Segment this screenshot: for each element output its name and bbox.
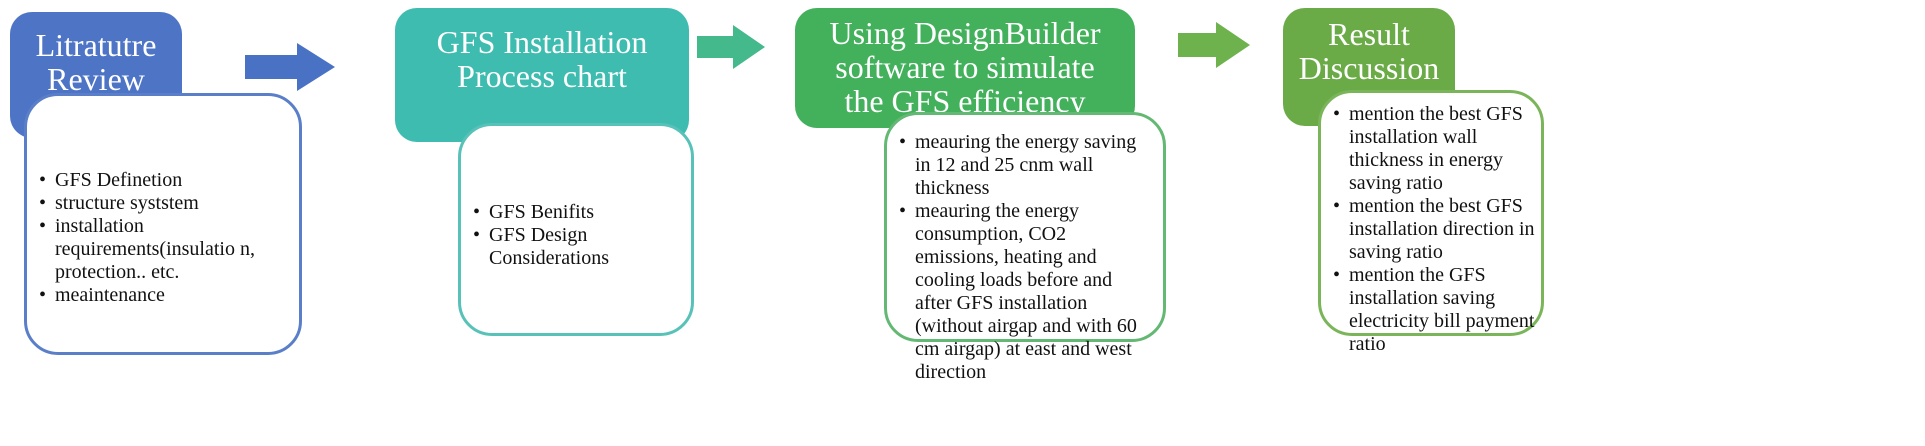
stage-4-item-list: mention the best GFS installation wall t… <box>1327 103 1535 356</box>
stage-3-title-line-1: Using DesignBuilder <box>829 15 1101 51</box>
stage-3-header: Using DesignBuilder software to simulate… <box>795 8 1135 128</box>
stage-2-title-line-1: GFS Installation <box>436 24 648 60</box>
stage-3-item-2: meauring the energy consumption, CO2 emi… <box>899 200 1153 384</box>
right-arrow-icon <box>245 43 335 91</box>
stage-2-detail-box: GFS Benifits GFS Design Considerations <box>458 123 694 336</box>
stage-3-detail-box: meauring the energy saving in 12 and 25 … <box>884 112 1166 383</box>
stage-4-item-3: mention the GFS installation saving elec… <box>1333 264 1535 356</box>
stage-1-item-3: installation requirements(insulatio n, p… <box>39 215 279 284</box>
stage-2-title-line-2: Process chart <box>457 58 627 94</box>
stage-3-item-list: meauring the energy saving in 12 and 25 … <box>893 131 1153 384</box>
stage-4-title-line-2: Discussion <box>1298 50 1440 86</box>
stage-2-item-2: GFS Design Considerations <box>473 224 679 270</box>
stage-2-item-1: GFS Benifits <box>473 201 679 224</box>
stage-1-title-line-2: Review <box>47 61 145 97</box>
stage-1-item-1: GFS Definetion <box>39 169 279 192</box>
stage-3-item-1: meauring the energy saving in 12 and 25 … <box>899 131 1153 200</box>
stage-1-item-4: meaintenance <box>39 284 279 307</box>
stage-4-title-line-1: Result <box>1328 16 1410 52</box>
right-arrow-icon <box>1178 22 1250 68</box>
right-arrow-icon <box>697 25 765 69</box>
stage-2-header: GFS Installation Process chart <box>395 8 689 142</box>
stage-1-detail-box: GFS Definetion structure syststem instal… <box>24 93 302 355</box>
stage-1-item-list: GFS Definetion structure syststem instal… <box>33 169 279 307</box>
stage-2-item-list: GFS Benifits GFS Design Considerations <box>467 201 679 270</box>
stage-1-title-line-1: Litratutre <box>35 27 157 63</box>
stage-3-title-line-2: software to simulate <box>835 49 1095 85</box>
stage-4-item-1: mention the best GFS installation wall t… <box>1333 103 1535 195</box>
stage-1-item-2: structure syststem <box>39 192 279 215</box>
stage-4-detail-box: mention the best GFS installation wall t… <box>1318 90 1544 355</box>
stage-4-item-2: mention the best GFS installation direct… <box>1333 195 1535 264</box>
